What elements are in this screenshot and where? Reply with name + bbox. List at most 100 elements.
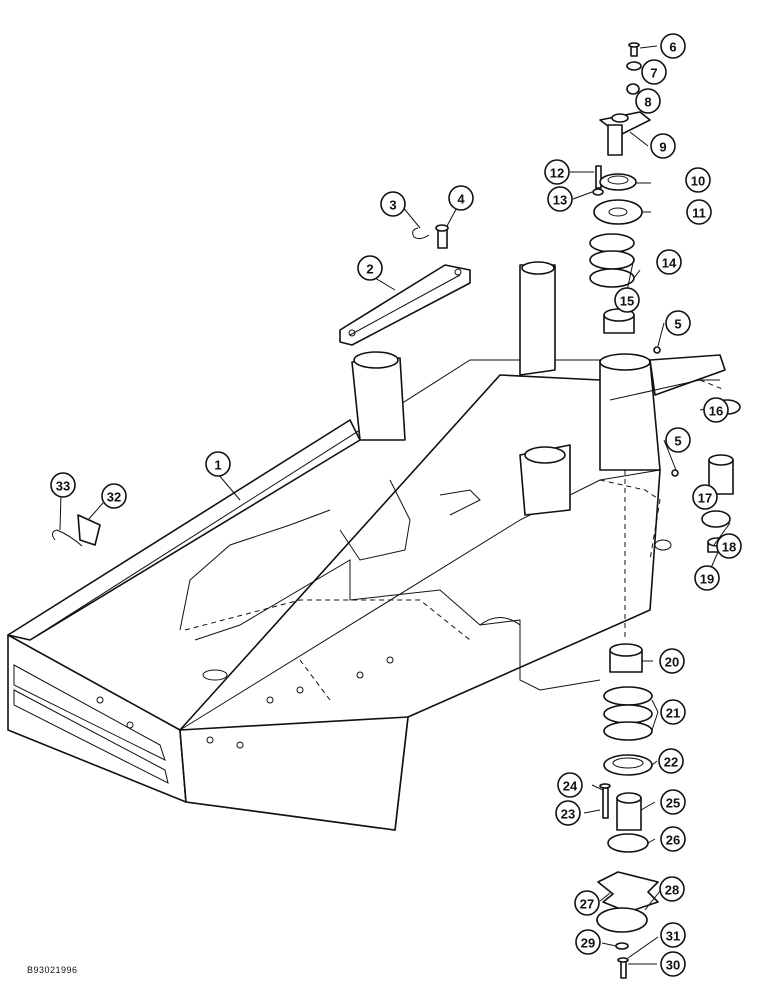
callout-label: 19	[700, 572, 714, 587]
callout-circle	[660, 33, 686, 59]
callout-circle	[660, 826, 686, 852]
callout-16: 16	[703, 397, 729, 423]
callout-label: 33	[56, 479, 70, 494]
callout-2: 2	[357, 255, 383, 281]
callout-5: 5	[665, 310, 691, 336]
callout-label: 21	[666, 706, 680, 721]
callout-14: 14	[656, 249, 682, 275]
callout-20: 20	[659, 648, 685, 674]
callout-label: 5	[674, 434, 681, 449]
callout-circle	[658, 748, 684, 774]
callout-label: 15	[620, 294, 634, 309]
callout-label: 20	[665, 655, 679, 670]
callout-11: 11	[686, 199, 712, 225]
callout-4: 4	[448, 185, 474, 211]
callout-label: 28	[665, 883, 679, 898]
callout-circle	[380, 191, 406, 217]
callout-label: 12	[550, 166, 564, 181]
callout-label: 3	[389, 198, 396, 213]
callout-label: 16	[709, 404, 723, 419]
callout-circle	[659, 648, 685, 674]
drawing-code: B93021996	[27, 965, 78, 975]
callout-10: 10	[685, 167, 711, 193]
callout-30: 30	[660, 951, 686, 977]
callout-circle	[656, 249, 682, 275]
callout-circle	[660, 789, 686, 815]
callout-circle	[547, 186, 573, 212]
callout-label: 32	[107, 490, 121, 505]
callout-label: 30	[666, 958, 680, 973]
callout-circle	[660, 699, 686, 725]
callout-label: 24	[563, 779, 578, 794]
callout-circle	[685, 167, 711, 193]
left-pin-and-clip	[51, 514, 101, 547]
callout-label: 14	[662, 256, 677, 271]
callout-32: 32	[101, 483, 127, 509]
callout-circle	[660, 922, 686, 948]
callout-15: 15	[614, 287, 640, 313]
callout-label: 22	[664, 755, 678, 770]
callout-label: 7	[650, 66, 657, 81]
callout-28: 28	[659, 876, 685, 902]
callout-label: 27	[580, 897, 594, 912]
callout-circle	[692, 484, 718, 510]
callout-33: 33	[50, 472, 76, 498]
callout-label: 9	[659, 140, 666, 155]
callout-circle	[660, 951, 686, 977]
callout-circle	[641, 59, 667, 85]
pivot-stack	[589, 42, 741, 979]
callout-1: 1	[205, 451, 231, 477]
callout-3: 3	[380, 191, 406, 217]
callout-circle	[650, 133, 676, 159]
callout-31: 31	[660, 922, 686, 948]
callout-circle	[357, 255, 383, 281]
callout-21: 21	[660, 699, 686, 725]
callout-label: 2	[366, 262, 373, 277]
callout-7: 7	[641, 59, 667, 85]
callout-label: 17	[698, 491, 712, 506]
callout-19: 19	[694, 565, 720, 591]
callout-circle	[544, 159, 570, 185]
callout-label: 5	[674, 317, 681, 332]
callout-17: 17	[692, 484, 718, 510]
callout-25: 25	[660, 789, 686, 815]
callout-label: 26	[666, 833, 680, 848]
callout-9: 9	[650, 133, 676, 159]
callout-18: 18	[716, 533, 742, 559]
callout-label: 4	[457, 192, 465, 207]
callout-circle	[665, 310, 691, 336]
callout-label: 1	[214, 458, 221, 473]
callout-12: 12	[544, 159, 570, 185]
callout-circle	[703, 397, 729, 423]
callout-label: 8	[644, 95, 651, 110]
callout-circle	[686, 199, 712, 225]
callout-circle	[716, 533, 742, 559]
callout-5: 5	[665, 427, 691, 453]
callout-13: 13	[547, 186, 573, 212]
callout-circle	[448, 185, 474, 211]
callout-circle	[665, 427, 691, 453]
callout-23: 23	[555, 800, 581, 826]
callout-label: 23	[561, 807, 575, 822]
callout-circle	[659, 876, 685, 902]
callout-circle	[694, 565, 720, 591]
callout-circle	[205, 451, 231, 477]
callout-22: 22	[658, 748, 684, 774]
callout-circle	[50, 472, 76, 498]
callout-circle	[575, 929, 601, 955]
callout-circle	[101, 483, 127, 509]
callout-circle	[557, 772, 583, 798]
callout-29: 29	[575, 929, 601, 955]
callout-circle	[555, 800, 581, 826]
callout-circle	[574, 890, 600, 916]
callout-label: 10	[691, 174, 705, 189]
callout-24: 24	[557, 772, 583, 798]
callout-label: 31	[666, 929, 680, 944]
callout-label: 13	[553, 193, 567, 208]
callout-27: 27	[574, 890, 600, 916]
callout-label: 6	[669, 40, 676, 55]
callout-label: 29	[581, 936, 595, 951]
callout-8: 8	[635, 88, 661, 114]
